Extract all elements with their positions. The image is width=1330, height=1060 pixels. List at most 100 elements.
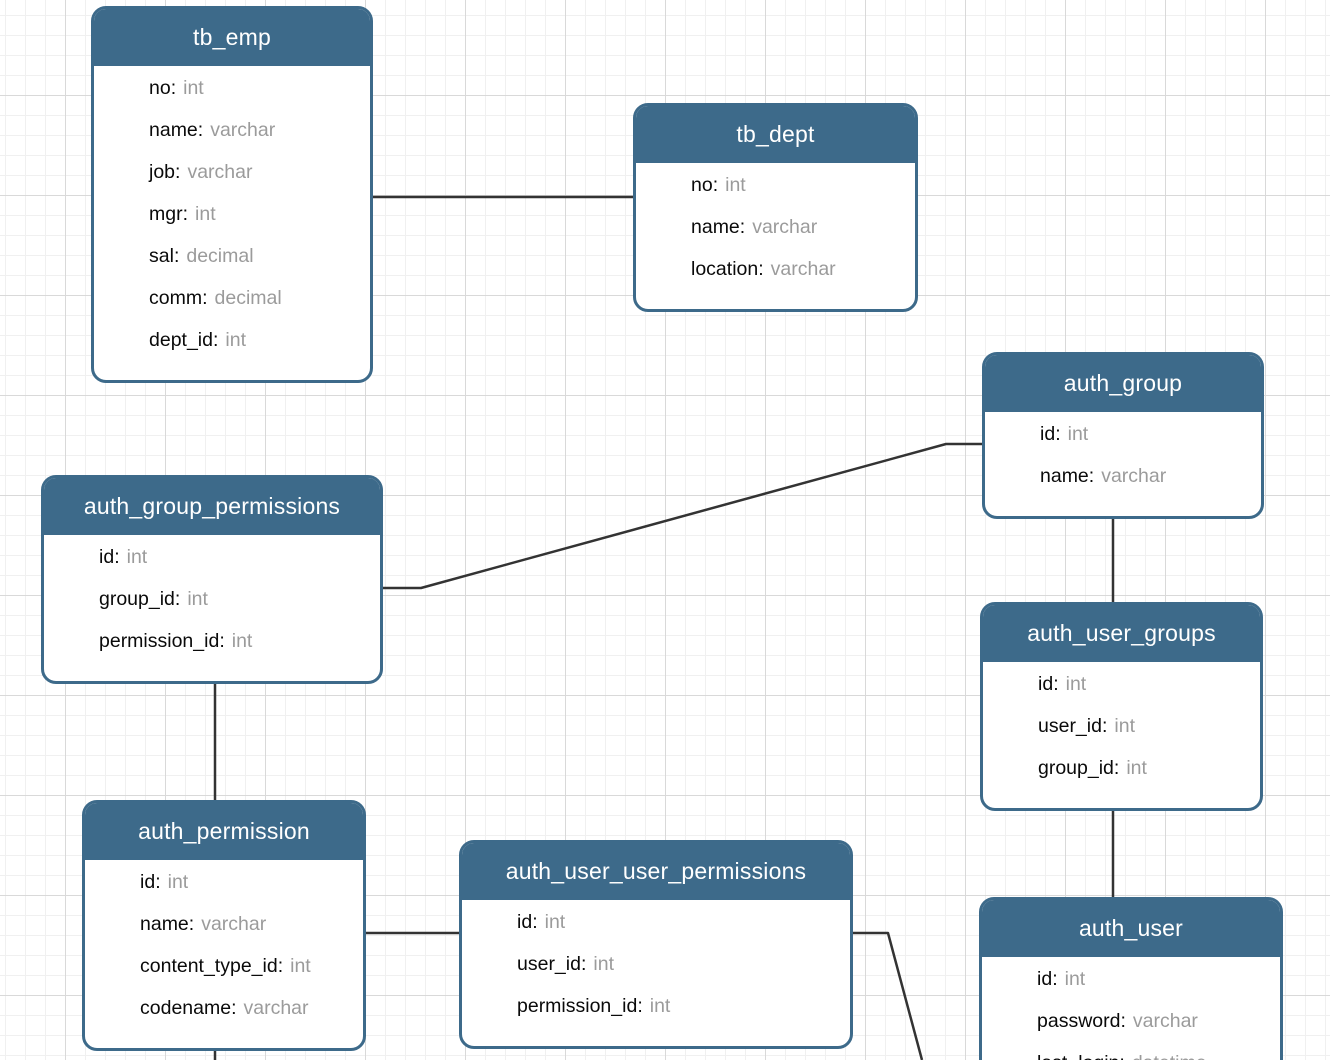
relationship-auth_group_permissions-auth_group[interactable] — [380, 442, 985, 590]
entity-node-auth_group_permissions[interactable]: auth_group_permissions id:int group_id: in… — [41, 475, 383, 684]
field-row: name:varchar — [85, 903, 363, 945]
field-separator: : — [202, 287, 208, 309]
entity-field-list: id:intpassword:varcharlast_login:datetim… — [982, 957, 1280, 1060]
field-row: mgr:int — [94, 193, 370, 235]
entity-header[interactable]: tb_dept — [636, 106, 915, 163]
field-row: content_type_id:int — [85, 945, 363, 987]
field-name: permission_id — [99, 630, 220, 652]
field-separator: : — [1053, 673, 1059, 695]
field-separator: : — [1052, 968, 1058, 990]
field-name: location — [691, 258, 759, 280]
field-row: name: varchar — [94, 109, 370, 151]
relationship-auth_user_user_permissions-off_canvas_bottom[interactable] — [849, 931, 924, 1060]
field-name: name — [149, 119, 198, 141]
entity-header[interactable]: auth_group_permissions — [44, 478, 380, 535]
field-name: no — [149, 77, 171, 99]
field-type: varchar — [201, 913, 267, 935]
field-name: id — [517, 911, 533, 933]
field-row: last_login:datetime — [982, 1042, 1280, 1060]
field-type: int — [1126, 757, 1147, 779]
field-separator: : — [114, 546, 120, 568]
field-row: no:int — [94, 67, 370, 109]
field-name: content_type_id — [140, 955, 278, 977]
field-row: job:varchar — [94, 151, 370, 193]
field-name: id — [1038, 673, 1054, 695]
entity-header[interactable]: tb_emp — [94, 9, 370, 66]
field-separator: : — [758, 258, 764, 280]
entity-header[interactable]: auth_user — [982, 900, 1280, 957]
entity-title: auth_user_groups — [1027, 620, 1216, 646]
field-type: int — [167, 871, 189, 893]
field-type: decimal — [186, 245, 254, 267]
field-separator: : — [739, 216, 746, 238]
field-name: no — [691, 174, 713, 196]
field-name: group_id — [99, 588, 175, 610]
field-row: group_id:int — [983, 747, 1260, 789]
field-type: int — [725, 174, 746, 196]
field-row: password:varchar — [982, 1000, 1280, 1042]
field-row: id:int — [44, 536, 380, 578]
field-name: name — [1040, 465, 1089, 487]
field-separator: : — [197, 119, 204, 141]
field-separator: : — [1088, 465, 1095, 487]
entity-field-list: id: int name: varchar — [985, 412, 1261, 516]
field-name: group_id — [1038, 757, 1114, 779]
field-name: id — [1040, 423, 1056, 445]
field-type: varchar — [187, 161, 253, 183]
field-type: varchar — [210, 119, 276, 141]
field-row: name: varchar — [985, 455, 1261, 497]
field-separator: : — [532, 911, 538, 933]
field-name: id — [140, 871, 156, 893]
field-separator: : — [231, 997, 237, 1019]
entity-field-list: id:int group_id: int permission_id: int — [44, 535, 380, 681]
entity-header[interactable]: auth_user_groups — [983, 605, 1260, 662]
field-type: int — [544, 911, 566, 933]
field-row: group_id: int — [44, 578, 380, 620]
entity-title: auth_group_permissions — [83, 493, 341, 519]
entity-title: auth_permission — [138, 818, 310, 844]
field-name: comm — [149, 287, 203, 309]
field-name: id — [1037, 968, 1053, 990]
field-name: mgr — [149, 203, 183, 225]
field-separator: : — [1101, 715, 1108, 737]
field-type: int — [290, 955, 311, 977]
entity-node-auth_user[interactable]: auth_user id:intpassword:varcharlast_log… — [979, 897, 1283, 1060]
field-separator: : — [174, 588, 181, 610]
entity-header[interactable]: auth_user_user_permissions — [462, 843, 850, 900]
field-type: int — [195, 203, 216, 225]
field-name: name — [140, 913, 189, 935]
field-row: id: int — [462, 901, 850, 943]
field-type: int — [231, 630, 253, 652]
field-type: int — [1067, 423, 1089, 445]
entity-title: tb_dept — [736, 121, 815, 147]
entity-header[interactable]: auth_permission — [85, 803, 363, 860]
entity-header[interactable]: auth_group — [985, 355, 1261, 412]
field-row: location:varchar — [636, 248, 915, 290]
field-row: id: int — [985, 413, 1261, 455]
field-row: comm: decimal — [94, 277, 370, 319]
entity-node-auth_group[interactable]: auth_group id: int name: varchar — [982, 352, 1264, 519]
field-row: no:int — [636, 164, 915, 206]
field-name: permission_id — [517, 995, 638, 1017]
field-separator: : — [1120, 1010, 1126, 1032]
field-type: varchar — [243, 997, 309, 1019]
field-row: id: int — [85, 861, 363, 903]
field-row: user_id:int — [983, 705, 1260, 747]
field-type: int — [187, 588, 208, 610]
field-separator: : — [212, 329, 219, 351]
field-type: varchar — [1101, 465, 1167, 487]
field-separator: : — [1055, 423, 1061, 445]
field-separator: : — [155, 871, 161, 893]
field-name: password — [1037, 1010, 1121, 1032]
field-type: decimal — [214, 287, 282, 309]
